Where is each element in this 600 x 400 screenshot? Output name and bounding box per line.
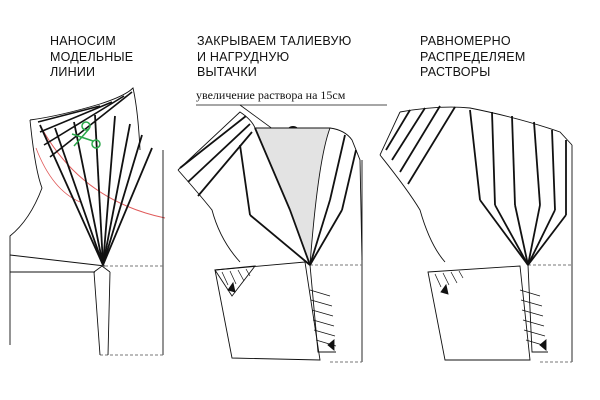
step2-note: увеличение раствора на 15см xyxy=(196,88,346,102)
lower-piece-hatch-area xyxy=(214,265,256,297)
model-line xyxy=(102,147,153,266)
model-line-upper xyxy=(385,109,411,151)
opened-gap-shade xyxy=(254,127,331,266)
model-line xyxy=(187,123,251,183)
model-line xyxy=(533,121,541,206)
red-guide-arc-inner xyxy=(35,147,81,203)
outline-top xyxy=(379,106,573,156)
model-line xyxy=(527,204,541,266)
arrow-mark xyxy=(440,283,449,295)
armhole-left xyxy=(379,154,446,263)
model-line xyxy=(469,109,481,201)
model-line xyxy=(102,134,143,266)
armhole xyxy=(9,119,43,345)
waist-line xyxy=(9,254,106,267)
outline-neck xyxy=(329,127,363,261)
model-line xyxy=(254,127,291,211)
figure-step3 xyxy=(379,105,573,363)
lower-piece xyxy=(214,261,321,361)
lower-piece xyxy=(427,265,531,361)
model-line-upper xyxy=(407,106,456,185)
figure-step2 xyxy=(177,111,363,363)
figure-step1 xyxy=(9,87,166,356)
model-line xyxy=(249,214,311,266)
model-line xyxy=(511,115,516,206)
model-line xyxy=(527,214,567,266)
model-line xyxy=(197,131,253,197)
model-line xyxy=(179,115,247,169)
arrow-mark xyxy=(327,339,335,351)
side-dart xyxy=(527,264,548,353)
scissors-icon xyxy=(71,121,101,149)
model-line-upper xyxy=(49,91,133,158)
arrow-mark xyxy=(539,339,547,351)
step2-title: ЗАКРЫВАЕМ ТАЛИЕВУЮ И НАГРУДНУЮ ВЫТАЧКИ xyxy=(197,34,352,79)
model-line xyxy=(341,149,357,211)
model-line xyxy=(329,134,346,201)
armhole-left xyxy=(177,169,241,263)
model-line xyxy=(239,144,251,216)
model-line xyxy=(527,209,556,266)
model-line xyxy=(514,204,529,266)
waist-dart xyxy=(93,265,111,356)
neckline xyxy=(29,87,141,151)
step3-title: РАВНОМЕРНО РАСПРЕДЕЛЯЕМ РАСТВОРЫ xyxy=(420,34,526,79)
model-line xyxy=(289,209,311,266)
model-line xyxy=(309,209,343,266)
model-line xyxy=(309,199,331,266)
hatching xyxy=(434,270,547,347)
model-line-upper xyxy=(399,105,441,173)
model-line xyxy=(73,121,104,266)
model-line-upper xyxy=(37,105,101,123)
outline-left xyxy=(177,111,256,171)
model-line xyxy=(494,204,529,266)
side-dart xyxy=(309,264,336,353)
arrow-mark xyxy=(227,281,236,293)
model-line xyxy=(102,115,116,266)
model-line xyxy=(551,129,556,211)
model-line xyxy=(39,124,104,266)
model-line xyxy=(479,199,529,266)
hatching xyxy=(221,268,337,347)
model-line xyxy=(54,127,104,266)
step1-title: НАНОСИМ МОДЕЛЬНЫЕ ЛИНИИ xyxy=(50,34,134,79)
model-line-upper xyxy=(391,107,426,161)
model-line xyxy=(491,111,496,206)
model-line-upper xyxy=(39,101,113,133)
model-line-upper xyxy=(43,95,125,146)
model-line xyxy=(102,123,131,266)
